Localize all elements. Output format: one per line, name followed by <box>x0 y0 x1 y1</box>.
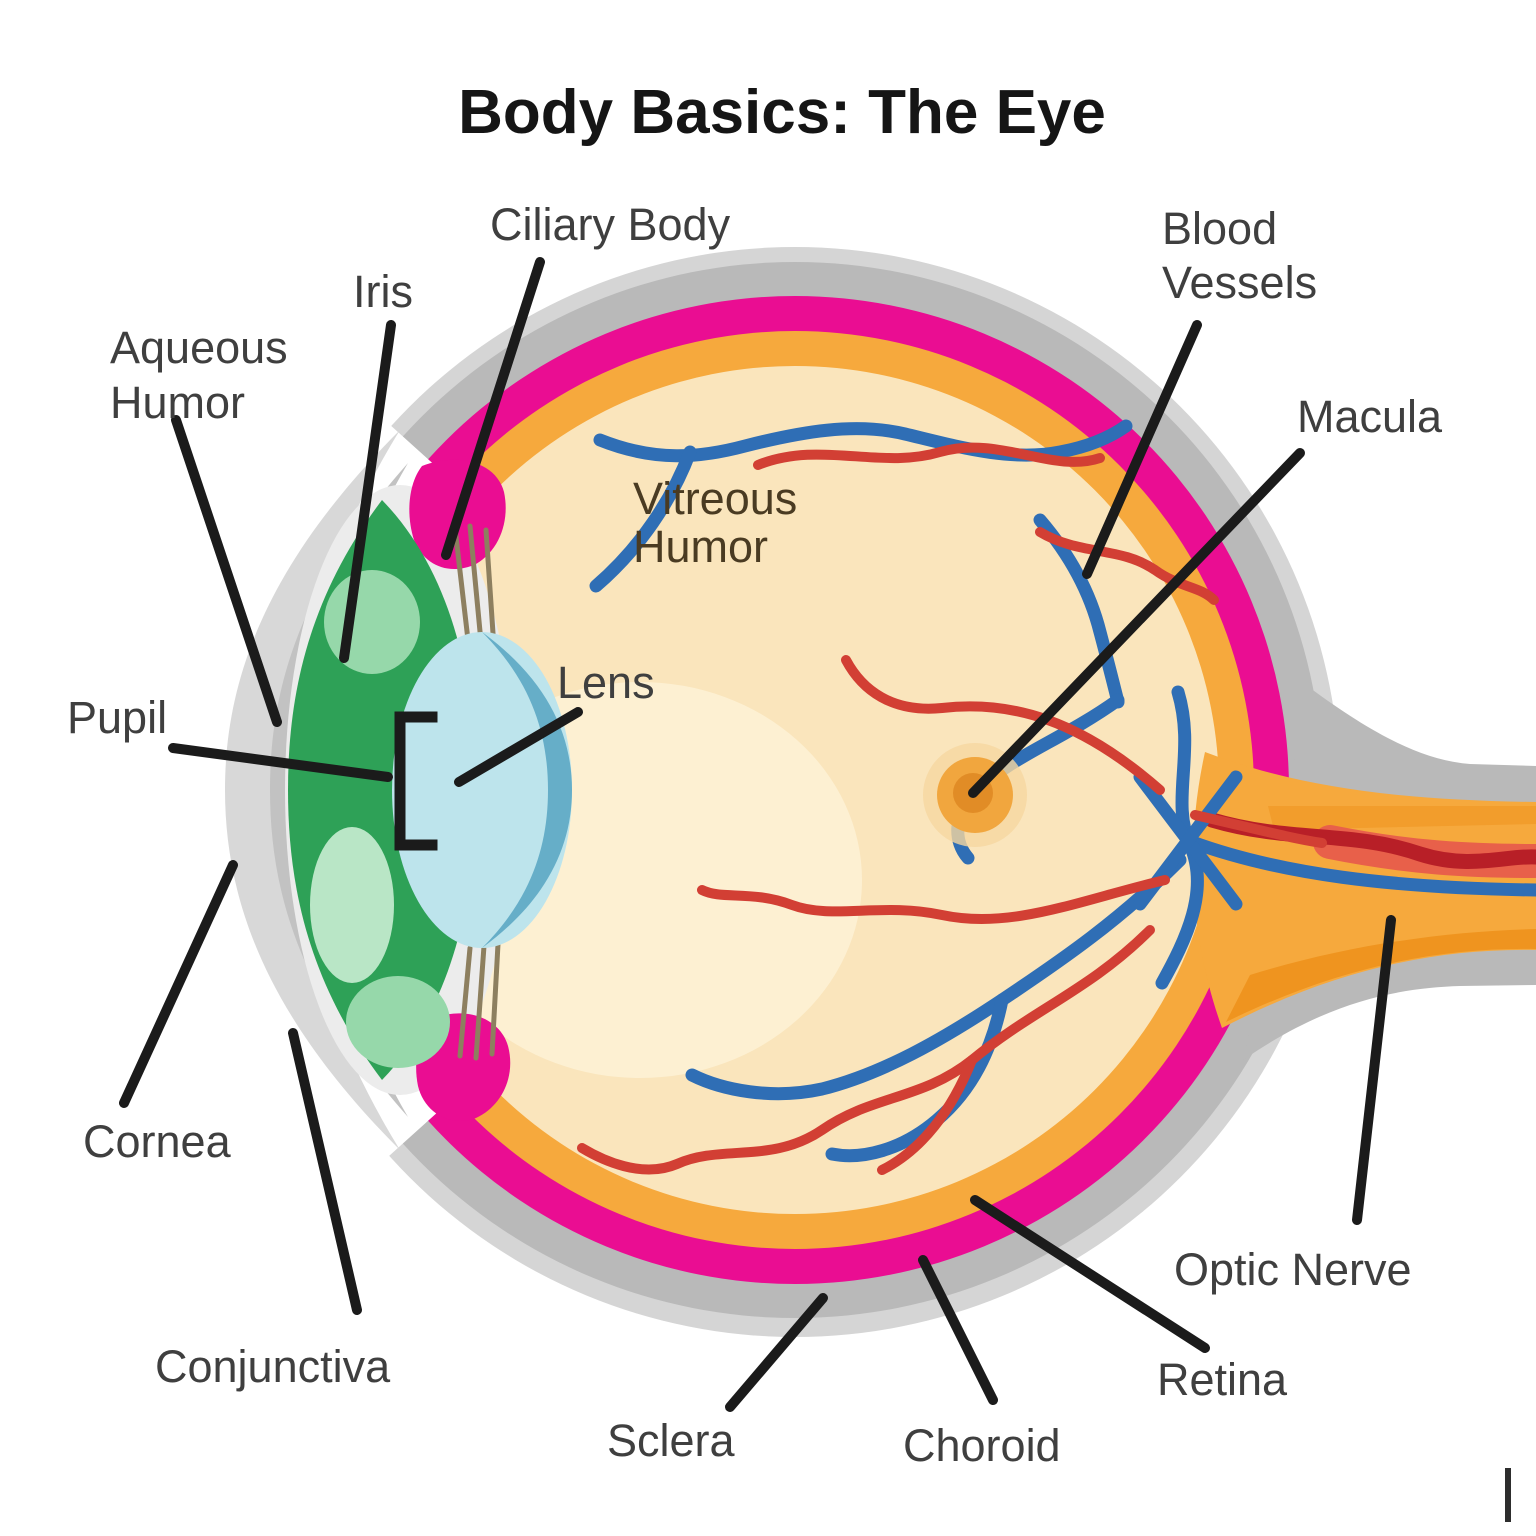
leader-lines <box>119 257 1396 1412</box>
leader-pupil <box>168 743 393 782</box>
label-blood-vessels-line1: Blood <box>1162 203 1277 254</box>
leader-blood-vessels <box>1082 320 1202 579</box>
label-aqueous-humor-line2: Humor <box>110 377 245 428</box>
leader-sclera <box>725 1293 828 1412</box>
label-retina: Retina <box>1157 1354 1288 1405</box>
cornea-outer-layer <box>225 430 400 1150</box>
optic-nerve-stripe-upper <box>1268 806 1536 830</box>
label-vitreous-humor-line1: Vitreous <box>633 473 797 524</box>
label-conjunctiva: Conjunctiva <box>155 1341 391 1392</box>
leader-aqueous-humor <box>171 415 282 727</box>
optic-nerve-stripe-lower <box>1226 929 1536 1022</box>
leader-macula <box>968 448 1305 798</box>
leader-choroid <box>918 1255 998 1405</box>
page-title: Body Basics: The Eye <box>458 78 1106 147</box>
label-pupil: Pupil <box>67 692 167 743</box>
label-aqueous-humor-line1: Aqueous <box>110 322 288 373</box>
label-vitreous-humor-line2: Humor <box>633 521 768 572</box>
zonule-fibers <box>452 523 501 1061</box>
label-cornea: Cornea <box>83 1116 232 1167</box>
optic-nerve-blue-vessel <box>1185 835 1536 897</box>
label-macula: Macula <box>1297 391 1443 442</box>
pupil-bracket <box>394 711 438 851</box>
label-blood-vessels-line2: Vessels <box>1162 257 1317 308</box>
leader-retina <box>970 1195 1210 1353</box>
label-iris: Iris <box>353 266 413 317</box>
leader-lens <box>454 707 583 787</box>
leader-cornea <box>119 860 238 1108</box>
leader-optic-nerve <box>1352 915 1396 1225</box>
text-cursor-artifact <box>1505 1468 1511 1522</box>
label-lens: Lens <box>557 657 655 708</box>
label-ciliary-body: Ciliary Body <box>490 199 731 250</box>
leader-ciliary-body <box>441 257 545 560</box>
leader-conjunctiva <box>288 1028 362 1315</box>
label-sclera: Sclera <box>607 1415 736 1466</box>
leader-iris <box>339 320 396 663</box>
retinal-vessels-red <box>577 442 1327 1175</box>
lens-shape <box>392 632 572 948</box>
label-optic-nerve: Optic Nerve <box>1174 1244 1412 1295</box>
optic-nerve-body <box>1185 688 1536 1060</box>
label-choroid: Choroid <box>903 1420 1061 1471</box>
